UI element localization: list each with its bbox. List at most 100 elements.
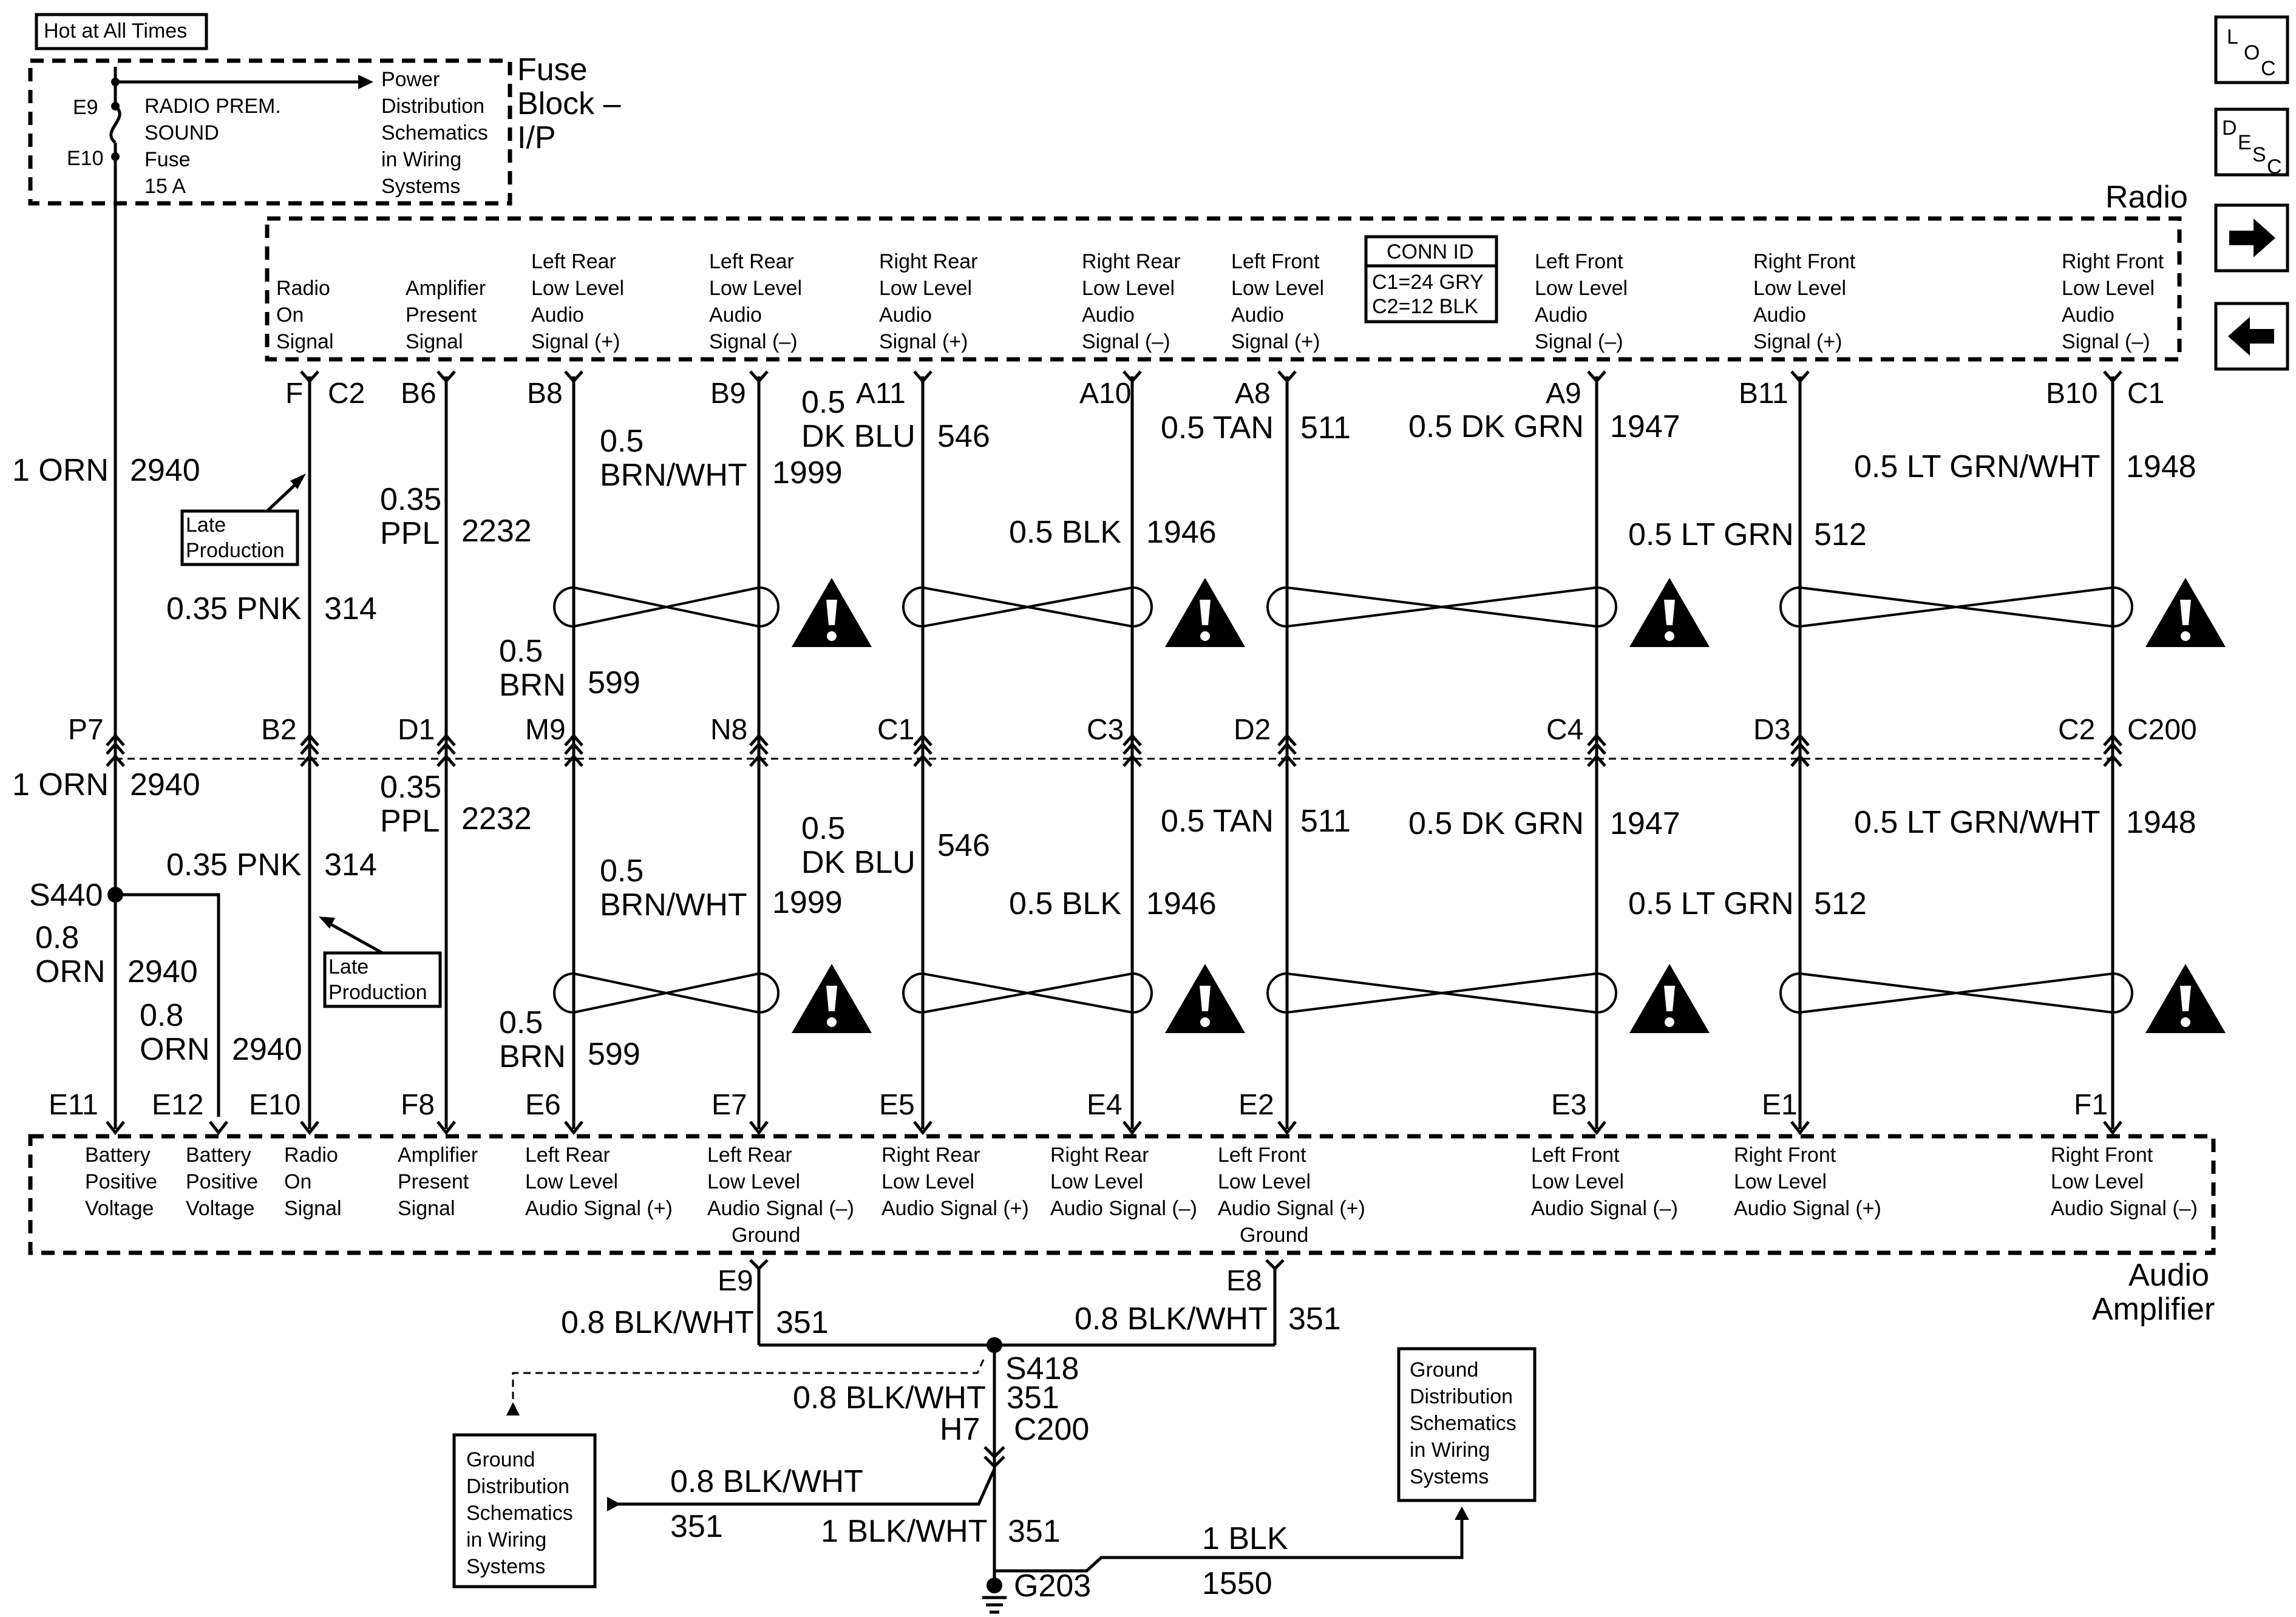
c200-pin-icon — [913, 754, 932, 767]
radio-pin-label: B6 — [401, 378, 436, 410]
wire-circuit-label: 512 — [1814, 886, 1867, 921]
s440-branch1-gauge-2: ORN — [35, 954, 106, 989]
wire-circuit-label: 1999 — [772, 885, 843, 920]
radio-signal-label: Signal — [276, 330, 334, 353]
conn-id-box — [1364, 235, 1498, 324]
wire-gauge-label: DK BLU — [801, 419, 915, 454]
wire-circuit-label: 1948 — [2126, 805, 2196, 840]
wire-gauge-label: 0.5 BLK — [1009, 886, 1121, 921]
amp-pin-icon — [209, 1120, 228, 1136]
wire-circuit-label: 546 — [937, 419, 990, 454]
loc-icon[interactable]: L O C — [2214, 15, 2289, 84]
radio-signal-labels: RadioOnSignalAmplifierPresentSignalLeft … — [276, 250, 2164, 353]
s440-branch1-gauge-1: 0.8 — [35, 920, 79, 955]
caution-mark-icon — [2180, 600, 2191, 625]
amp-pin-icon — [2103, 1120, 2122, 1136]
wire-gauge-label: BRN/WHT — [600, 458, 747, 493]
arrow-icon — [290, 473, 306, 489]
wire-circuit-label: 546 — [937, 828, 990, 863]
caution-dot-icon — [1665, 631, 1674, 641]
hot-label: Hot at All Times — [44, 19, 187, 42]
amp-signal-label: Battery — [186, 1144, 251, 1167]
fuse-name-3: Fuse — [144, 148, 191, 171]
twisted-pair-icon — [553, 972, 779, 1014]
c200-pin-icon — [564, 733, 583, 755]
amp-pin-icon — [106, 1120, 125, 1136]
next-arrow-icon[interactable] — [2214, 203, 2289, 273]
amp-pin-icon — [913, 1120, 932, 1136]
s440-branch2-circuit: 2940 — [232, 1032, 302, 1067]
svg-text:Late: Late — [328, 955, 369, 978]
c200-pin-icon — [2103, 733, 2122, 755]
conn-id-line-1: C1=24 GRY — [1372, 271, 1484, 294]
radio-pin-icon — [1277, 370, 1297, 384]
amp-signal-label: Amplifier — [398, 1144, 478, 1167]
desc-icon[interactable]: D E S C — [2214, 107, 2289, 178]
previous-arrow-icon[interactable] — [2214, 302, 2289, 371]
c200-ground-name: C200 — [1014, 1412, 1089, 1447]
fuse-name-1: RADIO PREM. — [144, 95, 281, 118]
c200-pin-label: D2 — [1234, 714, 1271, 746]
c200-ground-pin: H7 — [940, 1412, 980, 1447]
ground-ref-left-1: Ground — [466, 1448, 535, 1471]
c200-pin-label: P7 — [68, 714, 104, 746]
amp-pin-icon — [749, 1120, 769, 1136]
radio-signal-label: Present — [406, 303, 477, 327]
c200-pin-label: C4 — [1546, 714, 1583, 746]
amp-signal-label: Audio Signal (–) — [2051, 1197, 2198, 1220]
svg-text:E: E — [2238, 131, 2252, 154]
radio-title: Radio — [2105, 180, 2188, 215]
wire-gauge-label: 0.5 — [600, 424, 644, 459]
radio-pin-label: A9 — [1546, 378, 1581, 410]
ground-e8-circuit: 351 — [1288, 1301, 1341, 1337]
wire-circuit-label: 2232 — [461, 801, 532, 836]
c200-pin-icon — [1790, 733, 1810, 755]
amp-signal-label: On — [284, 1170, 311, 1193]
amplifier-signal-labels: BatteryPositiveVoltageBatteryPositiveVol… — [85, 1144, 2198, 1220]
circuit-wires — [114, 376, 2114, 1129]
caution-mark-icon — [826, 600, 837, 625]
amp-signal-label: Low Level — [525, 1170, 618, 1193]
caution-mark-icon — [826, 986, 837, 1011]
wire-circuit-label: 512 — [1814, 517, 1867, 552]
ground-e8-gauge: 0.8 BLK/WHT — [1075, 1301, 1268, 1337]
late-production-note-lower: Late Production — [319, 917, 442, 1008]
wire-gauge-label: 0.35 — [380, 770, 441, 805]
wire-circuit-label: 1947 — [1610, 806, 1680, 841]
left-branch-circuit: 351 — [670, 1509, 723, 1544]
g203-branch-gauge: 1 BLK — [1202, 1521, 1288, 1556]
wire-gauge-label: 0.5 LT GRN — [1628, 517, 1794, 552]
caution-mark-icon — [1200, 986, 1211, 1011]
caution-dot-icon — [1665, 1017, 1674, 1027]
amp-signal-label: Low Level — [881, 1170, 974, 1193]
svg-text:Production: Production — [328, 981, 427, 1004]
svg-text:C: C — [2261, 57, 2276, 80]
amp-pin-label: E5 — [879, 1089, 915, 1121]
s418-gauge: 0.8 BLK/WHT — [793, 1380, 986, 1415]
radio-pin-icon — [913, 370, 932, 384]
amp-signal-label: Low Level — [1531, 1170, 1624, 1193]
amp-pin-label: F1 — [2074, 1089, 2108, 1121]
c200-pin-icon — [1123, 733, 1142, 755]
amp-pin-label: E4 — [1087, 1089, 1123, 1121]
radio-signal-label: Audio — [1231, 303, 1284, 327]
twisted-pairs — [553, 578, 2226, 1033]
c200-pin-icon — [106, 733, 125, 755]
radio-signal-label: Low Level — [1082, 277, 1175, 300]
wire-gauge-label: 1 ORN — [12, 453, 109, 488]
radio-signal-label: Signal (–) — [2062, 330, 2150, 353]
radio-signal-label: Low Level — [2062, 277, 2155, 300]
radio-pin-label: C2 — [328, 378, 365, 410]
c200-pin-icon — [749, 733, 769, 755]
radio-pin-label: C1 — [2127, 378, 2164, 410]
amp-signal-label: Audio Signal (+) — [881, 1197, 1029, 1220]
wire-gauge-label: PPL — [380, 516, 440, 551]
radio-signal-label: Audio — [1535, 303, 1588, 327]
twisted-pair-icon — [1779, 972, 2133, 1014]
c200-pin-label: N8 — [710, 714, 747, 746]
caution-dot-icon — [2181, 631, 2190, 641]
amp-signal-label: Battery — [85, 1144, 151, 1167]
s418-label: S418 — [1005, 1351, 1079, 1386]
radio-pin-label: F — [285, 378, 303, 410]
arrow-icon — [319, 917, 335, 929]
